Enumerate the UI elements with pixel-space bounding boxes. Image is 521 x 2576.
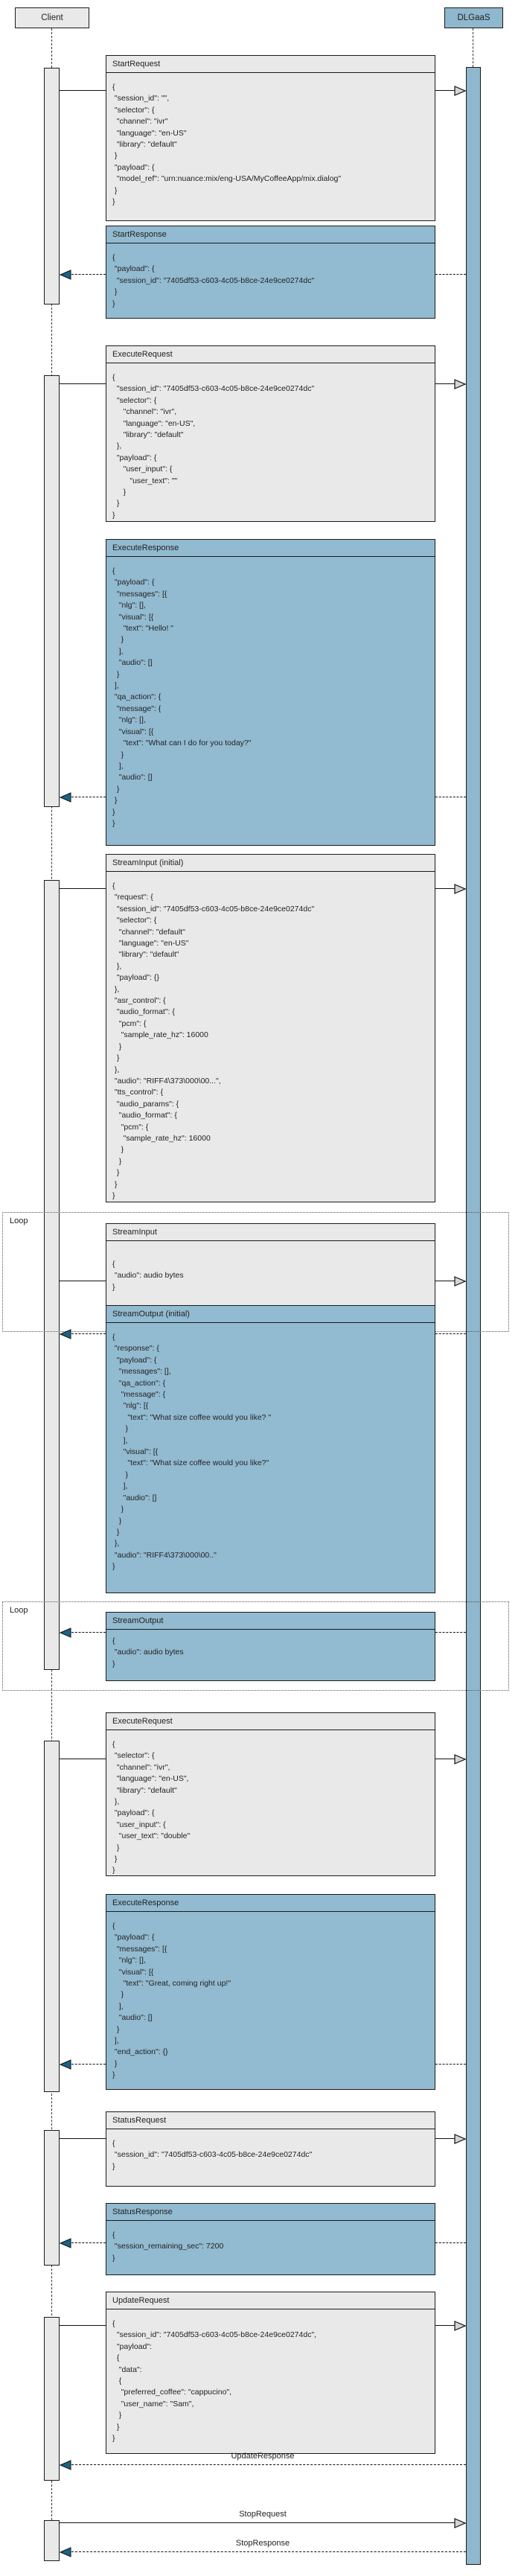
message-payload: { "response": { "payload": { "messages":… <box>112 1333 272 1572</box>
message-title: UpdateRequest <box>106 2292 435 2309</box>
message-payload: { "session_id": "", "selector": { "chann… <box>112 83 342 207</box>
execute-response2-line-right <box>435 2064 466 2065</box>
start-response-line-right <box>435 274 466 275</box>
response-arrowhead-icon <box>60 1329 71 1339</box>
message-box-stream-output-initial: StreamOutput (initial) { "response": { "… <box>106 1305 435 1593</box>
participant-dlgaas: DLGaaS <box>444 7 503 28</box>
stop-response-label: StopResponse <box>235 2539 290 2548</box>
stop-response-line <box>71 2551 466 2552</box>
execute-request-line-right <box>435 383 456 384</box>
message-title: ExecuteRequest <box>106 346 435 363</box>
message-payload: { "payload": { "messages": [{ "nlg": [],… <box>112 567 252 828</box>
status-response-line-right <box>435 2242 466 2243</box>
message-payload: { "request": { "session_id": "7405df53-c… <box>112 881 315 1200</box>
message-payload: { "payload": { "session_id": "7405df53-c… <box>112 253 315 308</box>
execute-response2-line-left <box>71 2064 106 2065</box>
message-box-execute-response: ExecuteResponse { "payload": { "messages… <box>106 539 435 846</box>
loop-fragment-stream-output: Loop <box>2 1601 509 1691</box>
start-request-line-right <box>435 90 456 91</box>
start-request-line-left <box>60 90 106 91</box>
request-arrowhead-icon <box>454 379 466 389</box>
client-activation-bar-stream <box>44 880 60 1670</box>
participant-client: Client <box>15 7 89 28</box>
client-activation-bar-execute <box>44 375 60 807</box>
message-payload: { "session_id": "7405df53-c603-4c05-b8ce… <box>112 2319 317 2443</box>
stream-output-line-left <box>71 1632 106 1633</box>
message-payload: { "session_remaining_sec": 7200 } <box>112 2231 224 2263</box>
response-arrowhead-icon <box>60 2547 71 2557</box>
message-payload: { "session_id": "7405df53-c603-4c05-b8ce… <box>112 373 315 520</box>
message-title: StreamInput <box>106 1224 435 1241</box>
stream-output-line-right <box>435 1632 466 1633</box>
request-arrowhead-icon <box>454 884 466 894</box>
message-title: StatusRequest <box>106 2112 435 2129</box>
message-payload: { "selector": { "channel": "ivr", "langu… <box>112 1740 191 1875</box>
message-box-status-response: StatusResponse { "session_remaining_sec"… <box>106 2203 435 2275</box>
request-arrowhead-icon <box>454 86 466 96</box>
client-activation-bar-status <box>44 2130 60 2266</box>
response-arrowhead-icon <box>60 270 71 280</box>
message-title: StreamOutput (initial) <box>106 1306 435 1323</box>
message-box-start-response: StartResponse { "payload": { "session_id… <box>106 226 435 319</box>
request-arrowhead-icon <box>454 1276 466 1287</box>
message-title: StatusResponse <box>106 2204 435 2221</box>
status-request-line-right <box>435 2138 456 2139</box>
status-response-line-left <box>71 2242 106 2243</box>
message-box-stream-input-initial: StreamInput (initial) { "request": { "se… <box>106 854 435 1202</box>
request-arrowhead-icon <box>454 2321 466 2331</box>
response-arrowhead-icon <box>60 1627 71 1638</box>
stream-output-initial-line-left <box>71 1333 106 1334</box>
stream-input-initial-line-left <box>60 888 106 889</box>
stream-input-initial-line-right <box>435 888 456 889</box>
client-activation-bar-update <box>44 2317 60 2481</box>
update-response-line <box>71 2464 466 2465</box>
request-arrowhead-icon <box>454 1754 466 1764</box>
stop-request-label: StopRequest <box>239 2510 287 2519</box>
message-box-start-request: StartRequest { "session_id": "", "select… <box>106 55 435 221</box>
response-arrowhead-icon <box>60 2238 71 2248</box>
message-title: ExecuteResponse <box>106 540 435 557</box>
message-box-update-request: UpdateRequest { "session_id": "7405df53-… <box>106 2292 435 2454</box>
message-box-execute-response2: ExecuteResponse { "payload": { "messages… <box>106 1894 435 2090</box>
execute-request-line-left <box>60 383 106 384</box>
message-title: StartResponse <box>106 226 435 243</box>
update-request-line-left <box>60 2325 106 2326</box>
status-request-line-left <box>60 2138 106 2139</box>
stream-output-initial-line-right <box>435 1333 466 1334</box>
update-response-label: UpdateResponse <box>231 2452 295 2461</box>
response-arrowhead-icon <box>60 792 71 803</box>
message-title: ExecuteRequest <box>106 1713 435 1730</box>
stop-request-line <box>60 2522 456 2523</box>
message-box-stream-output: StreamOutput { "audio": audio bytes } <box>106 1612 435 1681</box>
message-title: ExecuteResponse <box>106 1895 435 1912</box>
client-activation-bar-start <box>44 68 60 305</box>
client-activation-bar-stop <box>44 2520 60 2561</box>
response-arrowhead-icon <box>60 2059 71 2070</box>
message-box-status-request: StatusRequest { "session_id": "7405df53-… <box>106 2111 435 2187</box>
message-box-execute-request: ExecuteRequest { "session_id": "7405df53… <box>106 345 435 522</box>
update-request-line-right <box>435 2325 456 2326</box>
dlgaas-activation-bar <box>466 67 481 2565</box>
message-title: StartRequest <box>106 56 435 73</box>
message-payload: { "payload": { "messages": [{ "nlg": [],… <box>112 1922 231 2080</box>
client-activation-bar-execute2 <box>44 1741 60 2092</box>
start-response-line-left <box>71 274 106 275</box>
request-arrowhead-icon <box>454 2134 466 2144</box>
message-title: StreamInput (initial) <box>106 855 435 872</box>
message-payload: { "audio": audio bytes } <box>112 1636 184 1668</box>
response-arrowhead-icon <box>60 2460 71 2470</box>
loop-label: Loop <box>10 1606 28 1615</box>
message-box-execute-request2: ExecuteRequest { "selector": { "channel"… <box>106 1712 435 1876</box>
request-arrowhead-icon <box>454 2518 466 2528</box>
message-payload: { "audio": audio bytes } <box>112 1260 184 1292</box>
message-title: StreamOutput <box>106 1613 435 1630</box>
message-payload: { "session_id": "7405df53-c603-4c05-b8ce… <box>112 2139 313 2171</box>
loop-label: Loop <box>10 1217 28 1225</box>
